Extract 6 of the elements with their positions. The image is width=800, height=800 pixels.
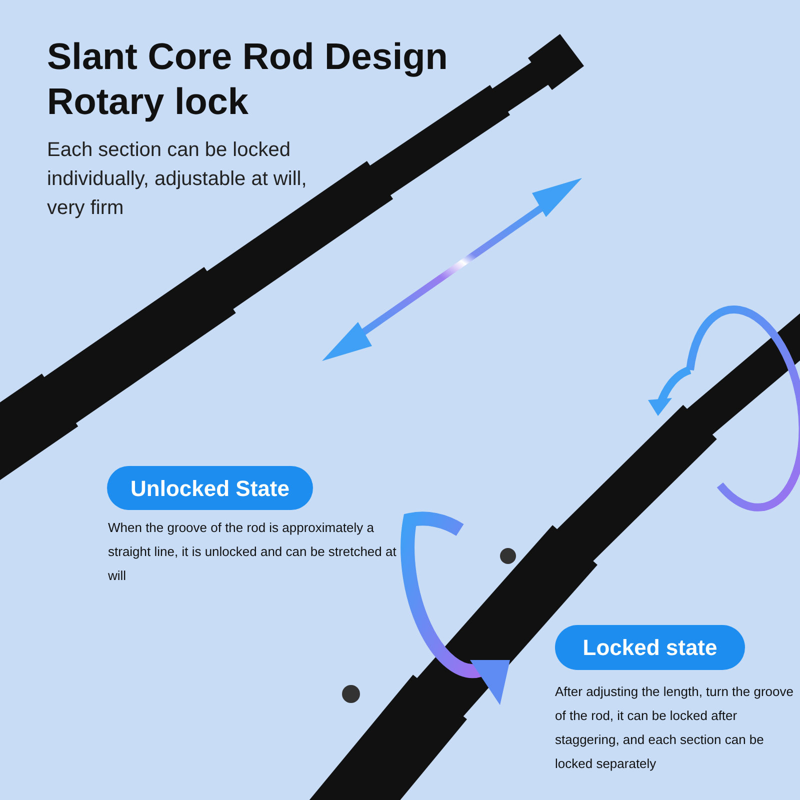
state-pill: Unlocked State [107,466,313,510]
title: Slant Core Rod Design Rotary lock [47,35,449,124]
state-description: After adjusting the length, turn the groove of the rod, it can be locked after staggering, and each section can be locked separately [555,683,794,773]
state-description: When the groove of the rod is approximately a straight line, it is unlocked and can be stretched at will [108,519,398,585]
description-text: Each section can be locked individually, adjustable at will, very firm [47,138,308,221]
state-pill: Locked state [555,625,745,670]
